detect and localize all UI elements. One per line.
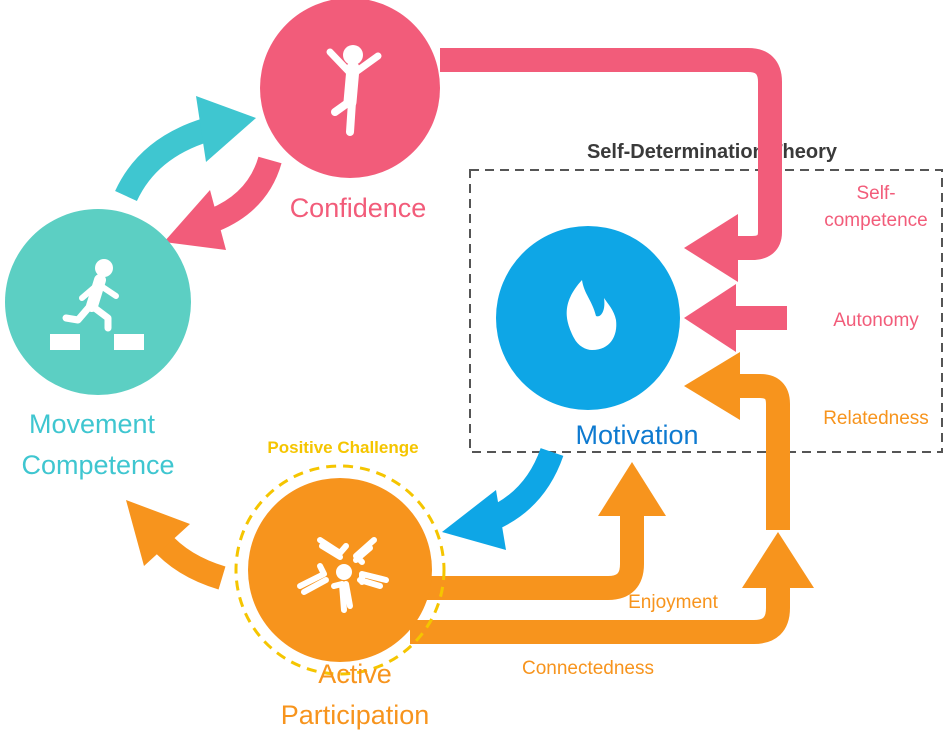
- participation-to-competence-arrow-shaft: [150, 531, 226, 590]
- movement-competence-node: [5, 209, 191, 395]
- active-participation-label-line1: Active: [318, 659, 392, 689]
- connectedness-arrow-shaft: [410, 582, 790, 644]
- motivation-label: Motivation: [575, 420, 698, 450]
- positive-challenge-label: Positive Challenge: [267, 438, 418, 457]
- autonomy-label: Autonomy: [833, 310, 919, 331]
- enjoyment-arrow-shaft: [420, 512, 644, 600]
- autonomy-arrowhead: [684, 284, 736, 352]
- motivation-to-participation-arrowhead: [442, 490, 506, 550]
- confidence-label: Confidence: [290, 193, 427, 223]
- jumping-person-icon: [326, 45, 382, 136]
- sdt-frame-title: Self-Determination Theory: [587, 141, 838, 163]
- confidence-to-motivation-arrowhead: [684, 214, 738, 282]
- sdt-frame: [469, 169, 943, 453]
- connectedness-label: Connectedness: [522, 658, 654, 679]
- active-participation-node: [234, 464, 446, 676]
- self-competence-label-line1: Self-: [856, 183, 895, 204]
- connectedness-arrowhead: [742, 532, 814, 588]
- flame-icon: [566, 280, 617, 350]
- confidence-to-competence-arrowhead: [164, 190, 226, 250]
- enjoyment-label: Enjoyment: [628, 592, 718, 613]
- positive-challenge-ring: [234, 464, 446, 676]
- hands-circle-icon: [297, 537, 389, 613]
- competence-to-confidence-arrow-shaft: [115, 118, 210, 202]
- motivation-node: [496, 226, 680, 410]
- confidence-to-motivation-arrow-shaft: [440, 48, 782, 260]
- enjoyment-arrowhead: [598, 462, 666, 516]
- confidence-to-competence-arrow-shaft: [209, 156, 282, 232]
- competence-to-confidence-arrowhead: [196, 96, 256, 162]
- movement-competence-label-line2: Competence: [21, 450, 174, 480]
- running-person-icon: [50, 259, 144, 350]
- participation-to-competence-arrowhead: [126, 500, 190, 566]
- active-participation-label-line2: Participation: [281, 700, 430, 730]
- movement-competence-label-line1: Movement: [29, 409, 156, 439]
- relatedness-arrow-shaft: [734, 374, 790, 530]
- confidence-node: [260, 0, 440, 178]
- self-competence-label-line2: competence: [824, 210, 928, 231]
- relatedness-arrowhead: [684, 352, 740, 420]
- relatedness-label: Relatedness: [823, 408, 929, 429]
- autonomy-arrow-shaft: [732, 306, 787, 330]
